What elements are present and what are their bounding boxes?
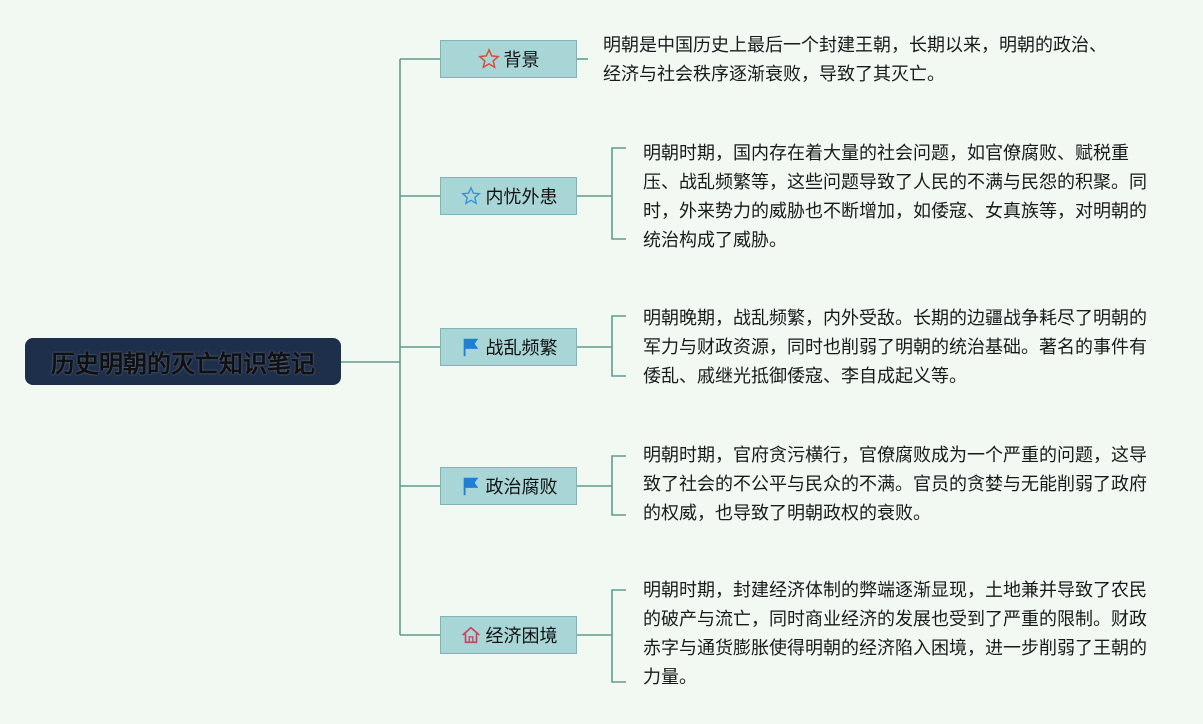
branch-topic-political-corruption[interactable]: 政治腐败 <box>440 467 577 505</box>
branch-label: 战乱频繁 <box>485 338 558 359</box>
leaf-connector <box>577 315 626 377</box>
star-outline-blue-icon <box>460 186 481 205</box>
star-outline-red-icon <box>477 48 500 69</box>
root-topic[interactable]: 历史明朝的灭亡知识笔记 <box>25 338 341 385</box>
branch-topic-internal-external[interactable]: 内忧外患 <box>440 177 577 215</box>
root-title: 历史明朝的灭亡知识笔记 <box>51 350 315 378</box>
leaf-text: 明朝时期，国内存在着大量的社会问题，如官僚腐败、赋税重压、战乱频繁等，这些问题导… <box>643 143 1147 251</box>
flag-blue-icon <box>463 477 478 496</box>
leaf-text: 明朝时期，封建经济体制的弊端逐渐显现，土地兼并导致了农民的破产与流亡，同时商业经… <box>643 580 1147 688</box>
leaf-connector <box>577 589 626 683</box>
leaf-connector <box>577 147 626 240</box>
branch-label: 政治腐败 <box>485 477 558 498</box>
branch-topic-wars[interactable]: 战乱频繁 <box>440 328 577 366</box>
branch-topic-background[interactable]: 背景 <box>440 40 577 78</box>
leaf-text: 明朝是中国历史上最后一个封建王朝，长期以来，明朝的政治、经济与社会秩序逐渐衰败，… <box>603 35 1107 85</box>
leaf-text: 明朝时期，官府贪污横行，官僚腐败成为一个严重的问题，这导致了社会的不公平与民众的… <box>643 445 1147 524</box>
branch-label: 背景 <box>503 50 540 71</box>
leaf-text: 明朝晚期，战乱频繁，内外受敌。长期的边疆战争耗尽了明朝的军力与财政资源，同时也削… <box>643 308 1147 387</box>
flag-blue-icon <box>463 338 478 357</box>
house-icon <box>461 626 480 644</box>
branch-label: 经济困境 <box>485 626 558 647</box>
branch-topic-economic-difficulty[interactable]: 经济困境 <box>440 616 577 654</box>
leaf-connector <box>577 455 626 516</box>
branch-label: 内忧外患 <box>485 187 558 208</box>
